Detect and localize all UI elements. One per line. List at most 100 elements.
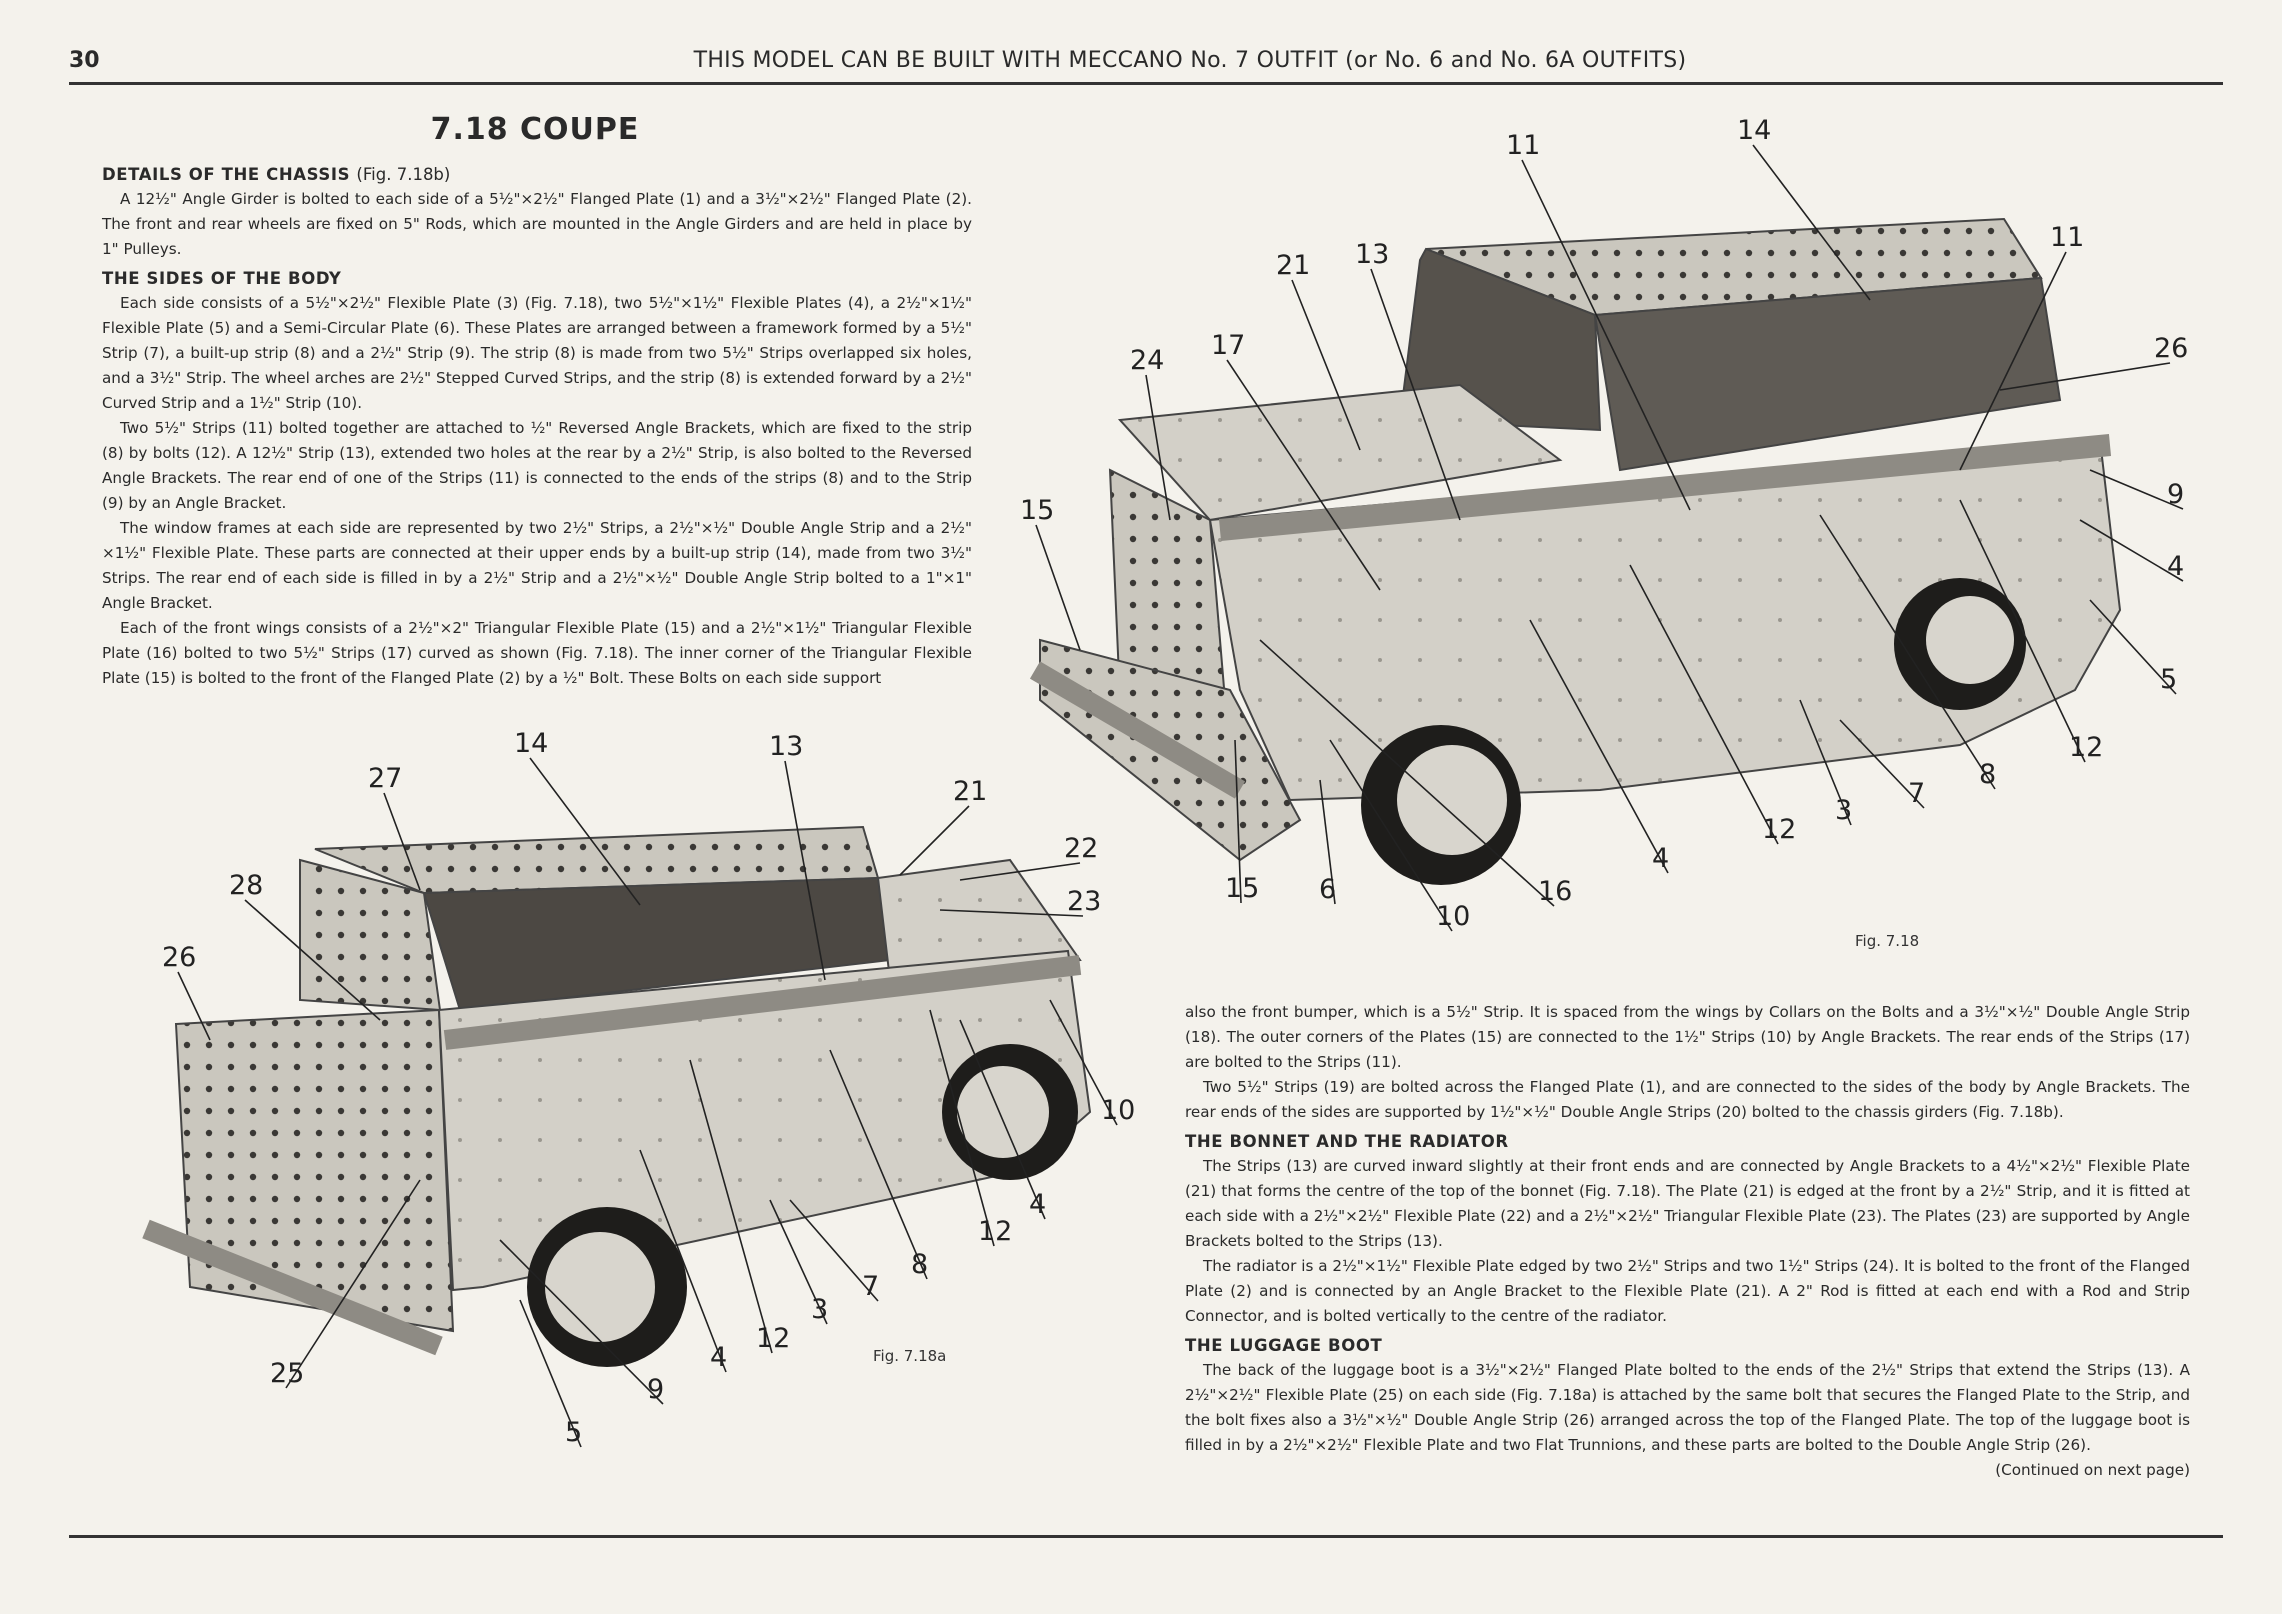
part-label: 7 (1908, 778, 1925, 809)
leader-line (784, 760, 826, 981)
part-label: 5 (2160, 664, 2177, 695)
part-label: 5 (565, 1417, 582, 1448)
part-label: 8 (911, 1249, 928, 1280)
leader-line (1329, 739, 1453, 932)
part-label: 26 (162, 942, 196, 973)
leader-line (1959, 251, 2067, 471)
part-label: 24 (1130, 345, 1164, 376)
leader-line (1799, 699, 1852, 826)
leader-line (1035, 524, 1081, 651)
leader-line (1319, 779, 1336, 905)
boot-back (174, 1008, 455, 1333)
part-label: 4 (710, 1342, 727, 1373)
continued-note: (Continued on next page) (1995, 1461, 2190, 1479)
part-label: 25 (270, 1358, 304, 1389)
bonnet-paragraph-2: The radiator is a 2½"×1½" Flexible Plate… (1185, 1257, 2190, 1325)
leader-line (2089, 469, 2184, 510)
part-label: 26 (2154, 333, 2188, 364)
bonnet (1117, 383, 1563, 522)
part-label: 9 (2167, 479, 2184, 510)
fig-7-18-caption: Fig. 7.18 (1855, 932, 1919, 950)
chassis-fig-ref: (Fig. 7.18b) (356, 165, 451, 184)
part-label: 22 (1064, 833, 1098, 864)
leader-line (929, 1009, 995, 1247)
sides-paragraph-3: The window frames at each side are repre… (102, 519, 972, 612)
part-label: 4 (1029, 1189, 1046, 1220)
page-title: 7.18 COUPE (430, 112, 640, 147)
sides-heading: THE SIDES OF THE BODY (102, 269, 342, 288)
part-label: 12 (978, 1216, 1012, 1247)
fig-7-18a-caption: Fig. 7.18a (873, 1347, 946, 1365)
sides-paragraph-4: Each of the front wings consists of a 2½… (102, 619, 972, 687)
boot-heading: THE LUGGAGE BOOT (1185, 1336, 1383, 1355)
leader-line (244, 899, 381, 1021)
leader-line (2089, 599, 2177, 695)
part-label: 16 (1538, 876, 1572, 907)
chassis-heading: DETAILS OF THE CHASSIS (Fig. 7.18b) (102, 162, 972, 187)
part-label: 4 (1652, 843, 1669, 874)
leader-line (1291, 279, 1361, 451)
part-label: 21 (1276, 250, 1310, 281)
leader-line (2079, 519, 2184, 582)
bonnet-heading: THE BONNET AND THE RADIATOR (1185, 1132, 1509, 1151)
leader-line (177, 971, 211, 1041)
bumper (1029, 661, 1246, 799)
leader-line (1370, 268, 1461, 521)
left-text-column: DETAILS OF THE CHASSIS (Fig. 7.18b) A 12… (102, 158, 972, 691)
leader-line (383, 792, 421, 891)
part-label: 8 (1979, 759, 1996, 790)
leader-line (285, 1179, 421, 1389)
part-label: 11 (2050, 222, 2084, 253)
leader-line (959, 1019, 1046, 1220)
chassis-paragraph: A 12½" Angle Girder is bolted to each si… (102, 190, 972, 258)
leader-line (1234, 739, 1242, 904)
leader-line (939, 909, 1084, 917)
part-label: 27 (368, 763, 402, 794)
right-text-column: also the front bumper, which is a 5½" St… (1185, 1000, 2190, 1483)
part-label: 15 (1020, 495, 1054, 526)
part-label: 9 (647, 1374, 664, 1405)
part-label: 3 (811, 1294, 828, 1325)
leader-line (1959, 499, 2086, 763)
part-label: 11 (1506, 130, 1540, 161)
fig-7-18-car (1029, 217, 2122, 885)
leader-line (789, 1199, 879, 1302)
leader-line (899, 805, 970, 876)
part-label: 12 (756, 1323, 790, 1354)
part-label: 7 (862, 1271, 879, 1302)
leader-line (689, 1059, 773, 1354)
body-strip (443, 955, 1082, 1050)
body-strip (1218, 434, 2112, 541)
strips-paragraph: Two 5½" Strips (19) are bolted across th… (1185, 1078, 2190, 1121)
bonnet-paragraph-1: The Strips (13) are curved inward slight… (1185, 1157, 2190, 1250)
part-label: 23 (1067, 886, 1101, 917)
boot-paragraph: The back of the luggage boot is a 3½"×2½… (1185, 1361, 2190, 1454)
part-label: 14 (514, 728, 548, 759)
part-label: 6 (1319, 874, 1336, 905)
part-label: 12 (1762, 814, 1796, 845)
leader-line (1521, 159, 1691, 511)
header-rule (69, 82, 2223, 85)
body-side (1208, 438, 2122, 802)
leader-line (639, 1149, 727, 1373)
leader-line (1529, 619, 1669, 874)
front-wheel-hub (957, 1066, 1049, 1158)
leader-line (769, 1199, 828, 1325)
footer-rule (69, 1535, 2223, 1538)
part-label: 13 (769, 731, 803, 762)
front-wheel-hub (1397, 745, 1507, 855)
part-label: 14 (1737, 115, 1771, 146)
page-number: 30 (69, 48, 100, 73)
sides-paragraph-2: Two 5½" Strips (11) bolted together are … (102, 419, 972, 512)
part-label: 21 (953, 776, 987, 807)
leader-line (959, 862, 1081, 881)
part-label: 3 (1835, 795, 1852, 826)
leader-line (1226, 359, 1381, 591)
part-label: 4 (2167, 551, 2184, 582)
running-head: THIS MODEL CAN BE BUILT WITH MECCANO No.… (693, 48, 1687, 73)
leader-line (519, 1299, 582, 1448)
leader-line (1049, 999, 1118, 1126)
